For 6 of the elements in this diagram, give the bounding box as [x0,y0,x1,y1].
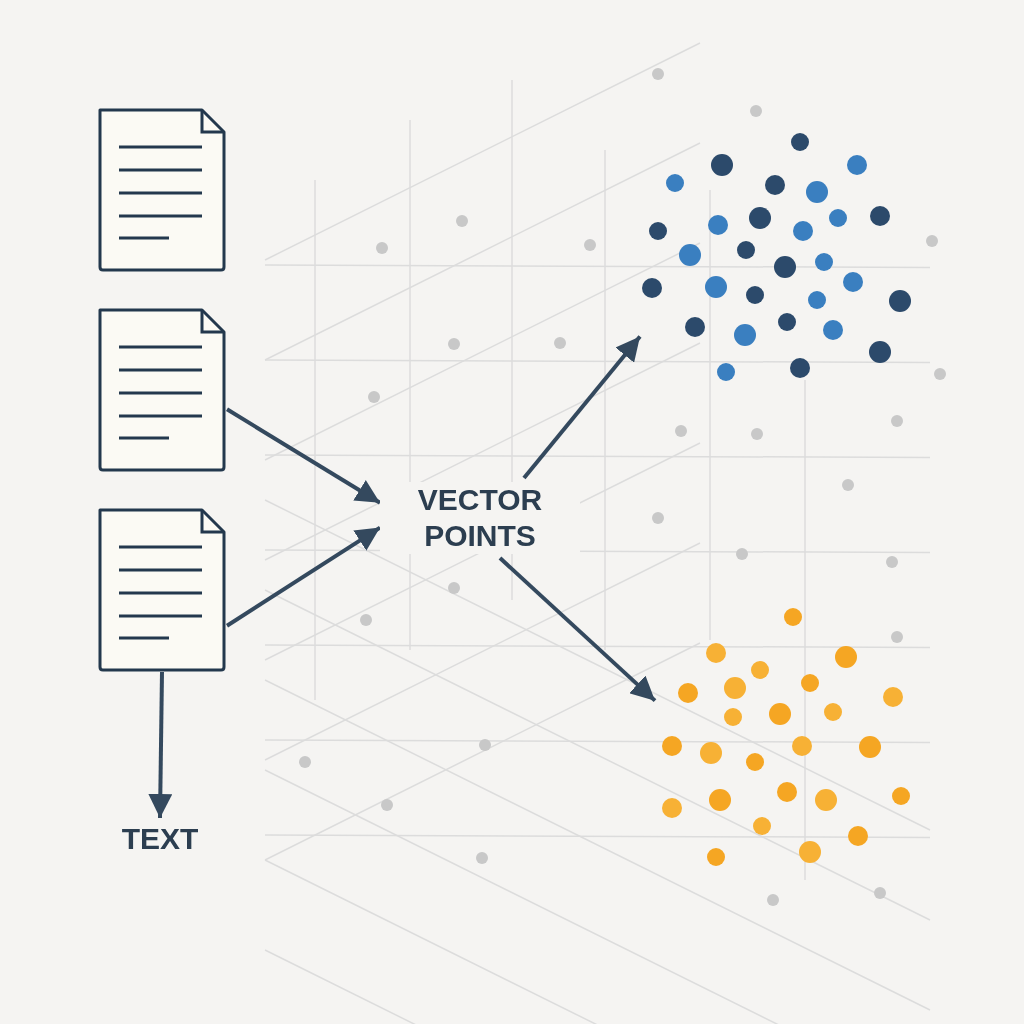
arrow [225,407,382,505]
arrow [225,525,382,628]
diagram-label: VECTOR POINTS [380,482,580,554]
arrow [148,671,173,819]
arrow [522,335,642,480]
arrow [498,556,657,703]
